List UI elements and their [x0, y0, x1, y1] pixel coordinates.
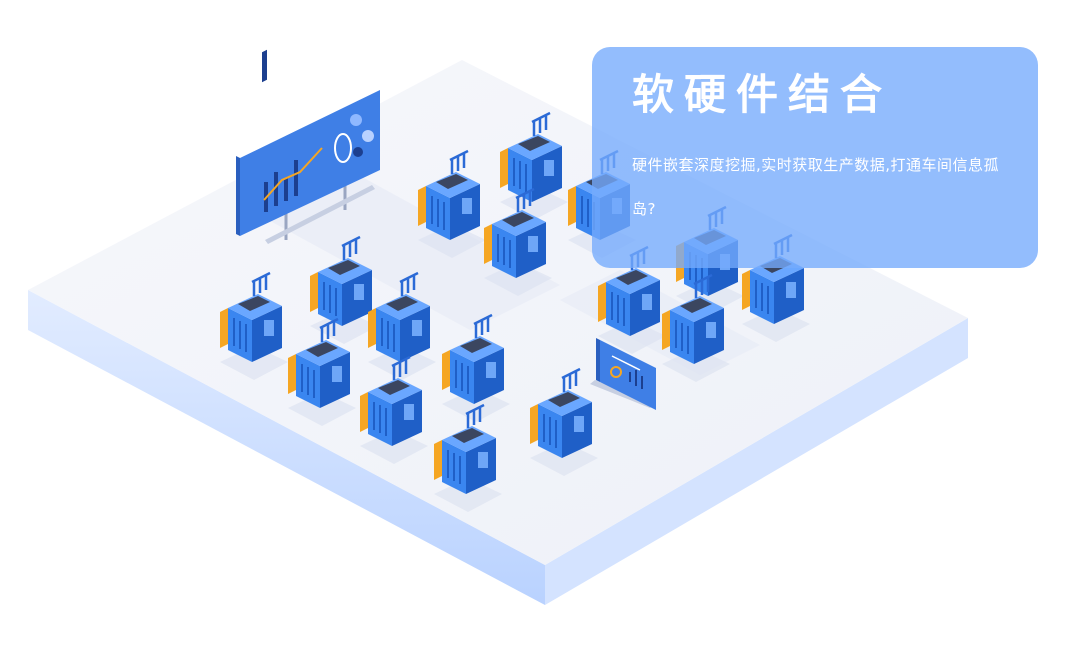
feature-card: 软硬件结合 硬件嵌套深度挖掘,实时获取生产数据,打通车间信息孤岛? — [592, 47, 1038, 268]
feature-title: 软硬件结合 — [632, 70, 893, 119]
feature-description: 硬件嵌套深度挖掘,实时获取生产数据,打通车间信息孤岛? — [632, 156, 1000, 218]
floor-side-left — [28, 290, 545, 605]
monitor-icon — [590, 338, 656, 410]
floor-side-right — [545, 318, 968, 605]
presentation-board-icon — [236, 49, 380, 244]
